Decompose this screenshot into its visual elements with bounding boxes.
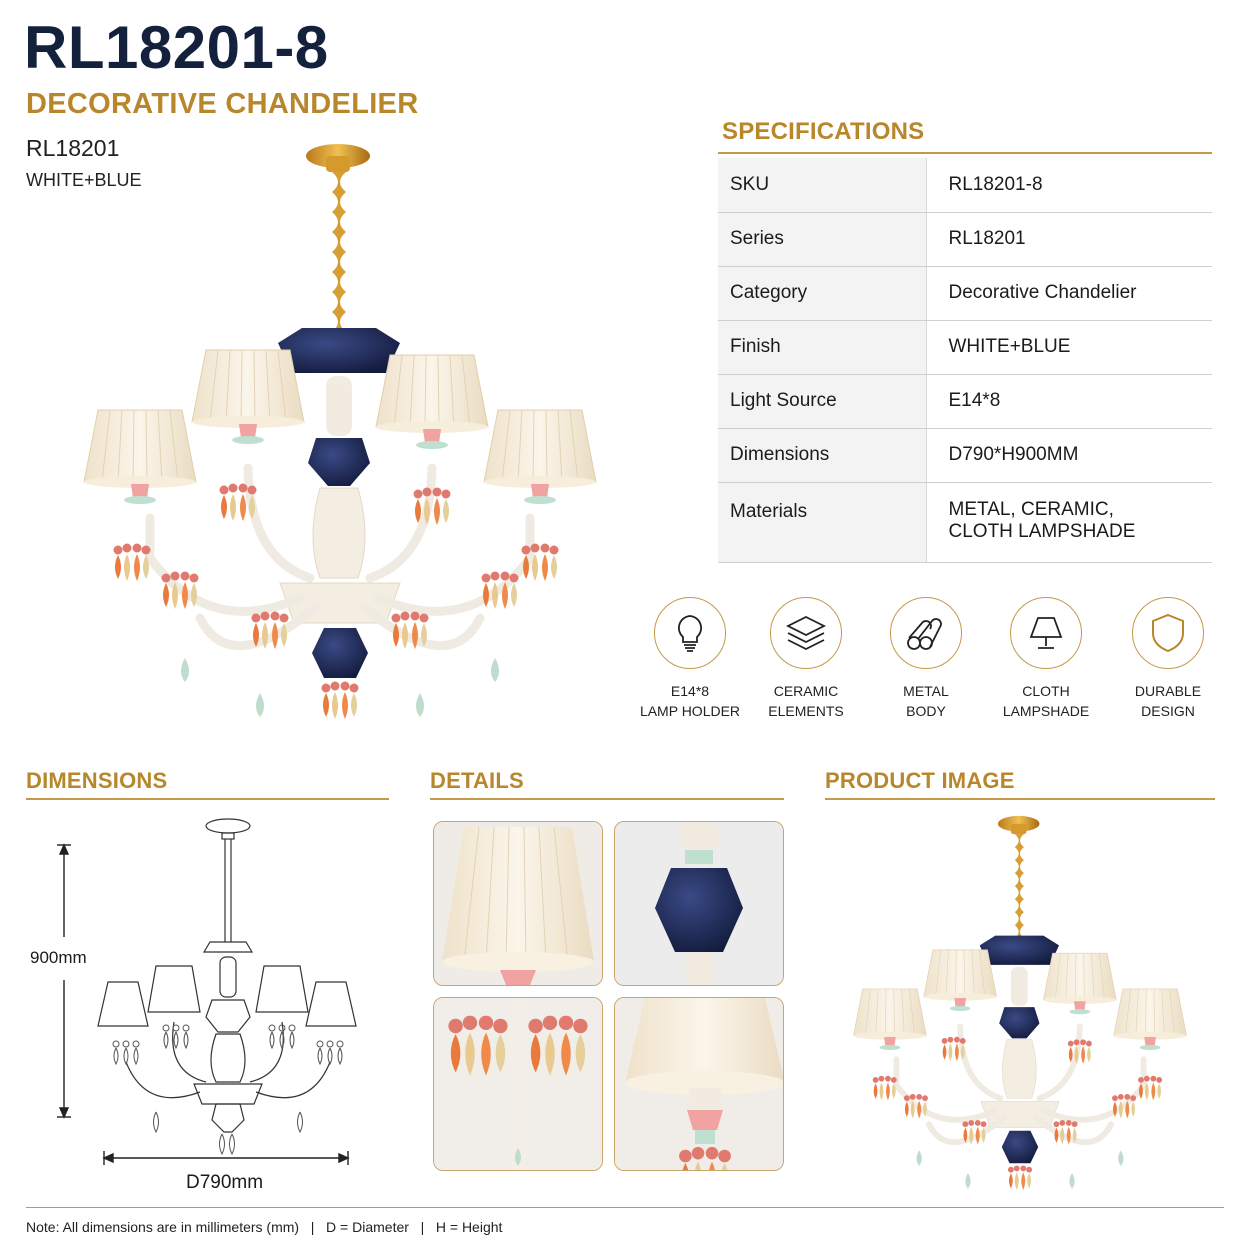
footer-rule xyxy=(26,1207,1224,1208)
feature-label: BODY xyxy=(906,703,946,719)
specifications-table: SKU RL18201-8 Series RL18201 Category De… xyxy=(718,158,1212,563)
feature-label: METAL xyxy=(903,683,949,699)
spec-row-materials: Materials METAL, CERAMIC, CLOTH LAMPSHAD… xyxy=(718,482,1212,563)
finish-label: WHITE+BLUE xyxy=(26,170,142,190)
product-title: RL18201-8 xyxy=(24,14,329,81)
spec-row-dimensions: Dimensions D790*H900MM xyxy=(718,428,1212,483)
metal-tubes-icon xyxy=(890,597,962,669)
spec-value: D790*H900MM xyxy=(926,428,1212,483)
spec-key: SKU xyxy=(718,158,927,213)
spec-value: RL18201 xyxy=(926,212,1212,267)
spec-value: RL18201-8 xyxy=(926,158,1212,213)
feature-durable-design: DURABLE DESIGN xyxy=(1108,597,1228,721)
feature-ceramic-elements: CERAMIC ELEMENTS xyxy=(746,597,866,721)
feature-label: LAMP HOLDER xyxy=(639,703,741,719)
series-label: RL18201 xyxy=(26,135,120,161)
dimensions-rule xyxy=(26,798,389,800)
chandelier-hero-image xyxy=(83,144,597,719)
lampshade-icon xyxy=(1010,597,1082,669)
specifications-rule xyxy=(718,152,1212,154)
feature-label: DESIGN xyxy=(1141,703,1195,719)
feature-cloth-lampshade: CLOTH LAMPSHADE xyxy=(986,597,1106,721)
details-rule xyxy=(430,798,784,800)
spec-row-finish: Finish WHITE+BLUE xyxy=(718,320,1212,375)
spec-value: METAL, CERAMIC, CLOTH LAMPSHADE xyxy=(926,482,1212,563)
shield-icon xyxy=(1132,597,1204,669)
spec-value: E14*8 xyxy=(926,374,1212,429)
detail-photo-lamp-holder xyxy=(614,997,784,1171)
diameter-label: D790mm xyxy=(186,1172,264,1193)
product-image-heading: PRODUCT IMAGE xyxy=(825,768,1015,793)
product-subtitle: DECORATIVE CHANDELIER xyxy=(26,88,419,120)
feature-label: CLOTH xyxy=(1022,683,1070,699)
feature-label: E14*8 xyxy=(670,683,710,699)
detail-photo-ceramic-body xyxy=(614,821,784,986)
bulb-icon xyxy=(654,597,726,669)
height-label: 900mm xyxy=(30,946,87,970)
feature-label: CERAMIC xyxy=(773,683,839,699)
spec-row-series: Series RL18201 xyxy=(718,212,1212,267)
footer-note: Note: All dimensions are in millimeters … xyxy=(26,1219,503,1235)
product-photo xyxy=(853,815,1187,1190)
feature-metal-body: METAL BODY xyxy=(866,597,986,721)
spec-key: Series xyxy=(718,212,927,267)
spec-key: Category xyxy=(718,266,927,321)
spec-value: Decorative Chandelier xyxy=(926,266,1212,321)
spec-row-sku: SKU RL18201-8 xyxy=(718,158,1212,213)
product-image-rule xyxy=(825,798,1215,800)
layers-icon xyxy=(770,597,842,669)
dimension-drawing xyxy=(57,818,357,1165)
feature-label: ELEMENTS xyxy=(768,703,844,719)
spec-value-line: CLOTH LAMPSHADE xyxy=(948,520,1136,542)
spec-value: WHITE+BLUE xyxy=(926,320,1212,375)
feature-label: LAMPSHADE xyxy=(1002,703,1090,719)
spec-key: Materials xyxy=(718,482,927,563)
specifications-heading: SPECIFICATIONS xyxy=(722,118,925,145)
spec-key: Light Source xyxy=(718,374,927,429)
detail-photo-pendants xyxy=(433,997,603,1171)
detail-photo-shade xyxy=(433,821,603,986)
details-heading: DETAILS xyxy=(430,768,524,793)
dimensions-heading: DIMENSIONS xyxy=(26,768,168,793)
feature-label: DURABLE xyxy=(1134,683,1202,699)
spec-row-light-source: Light Source E14*8 xyxy=(718,374,1212,429)
spec-key: Dimensions xyxy=(718,428,927,483)
spec-row-category: Category Decorative Chandelier xyxy=(718,266,1212,321)
spec-value-line: METAL, CERAMIC, xyxy=(948,498,1114,520)
spec-key: Finish xyxy=(718,320,927,375)
